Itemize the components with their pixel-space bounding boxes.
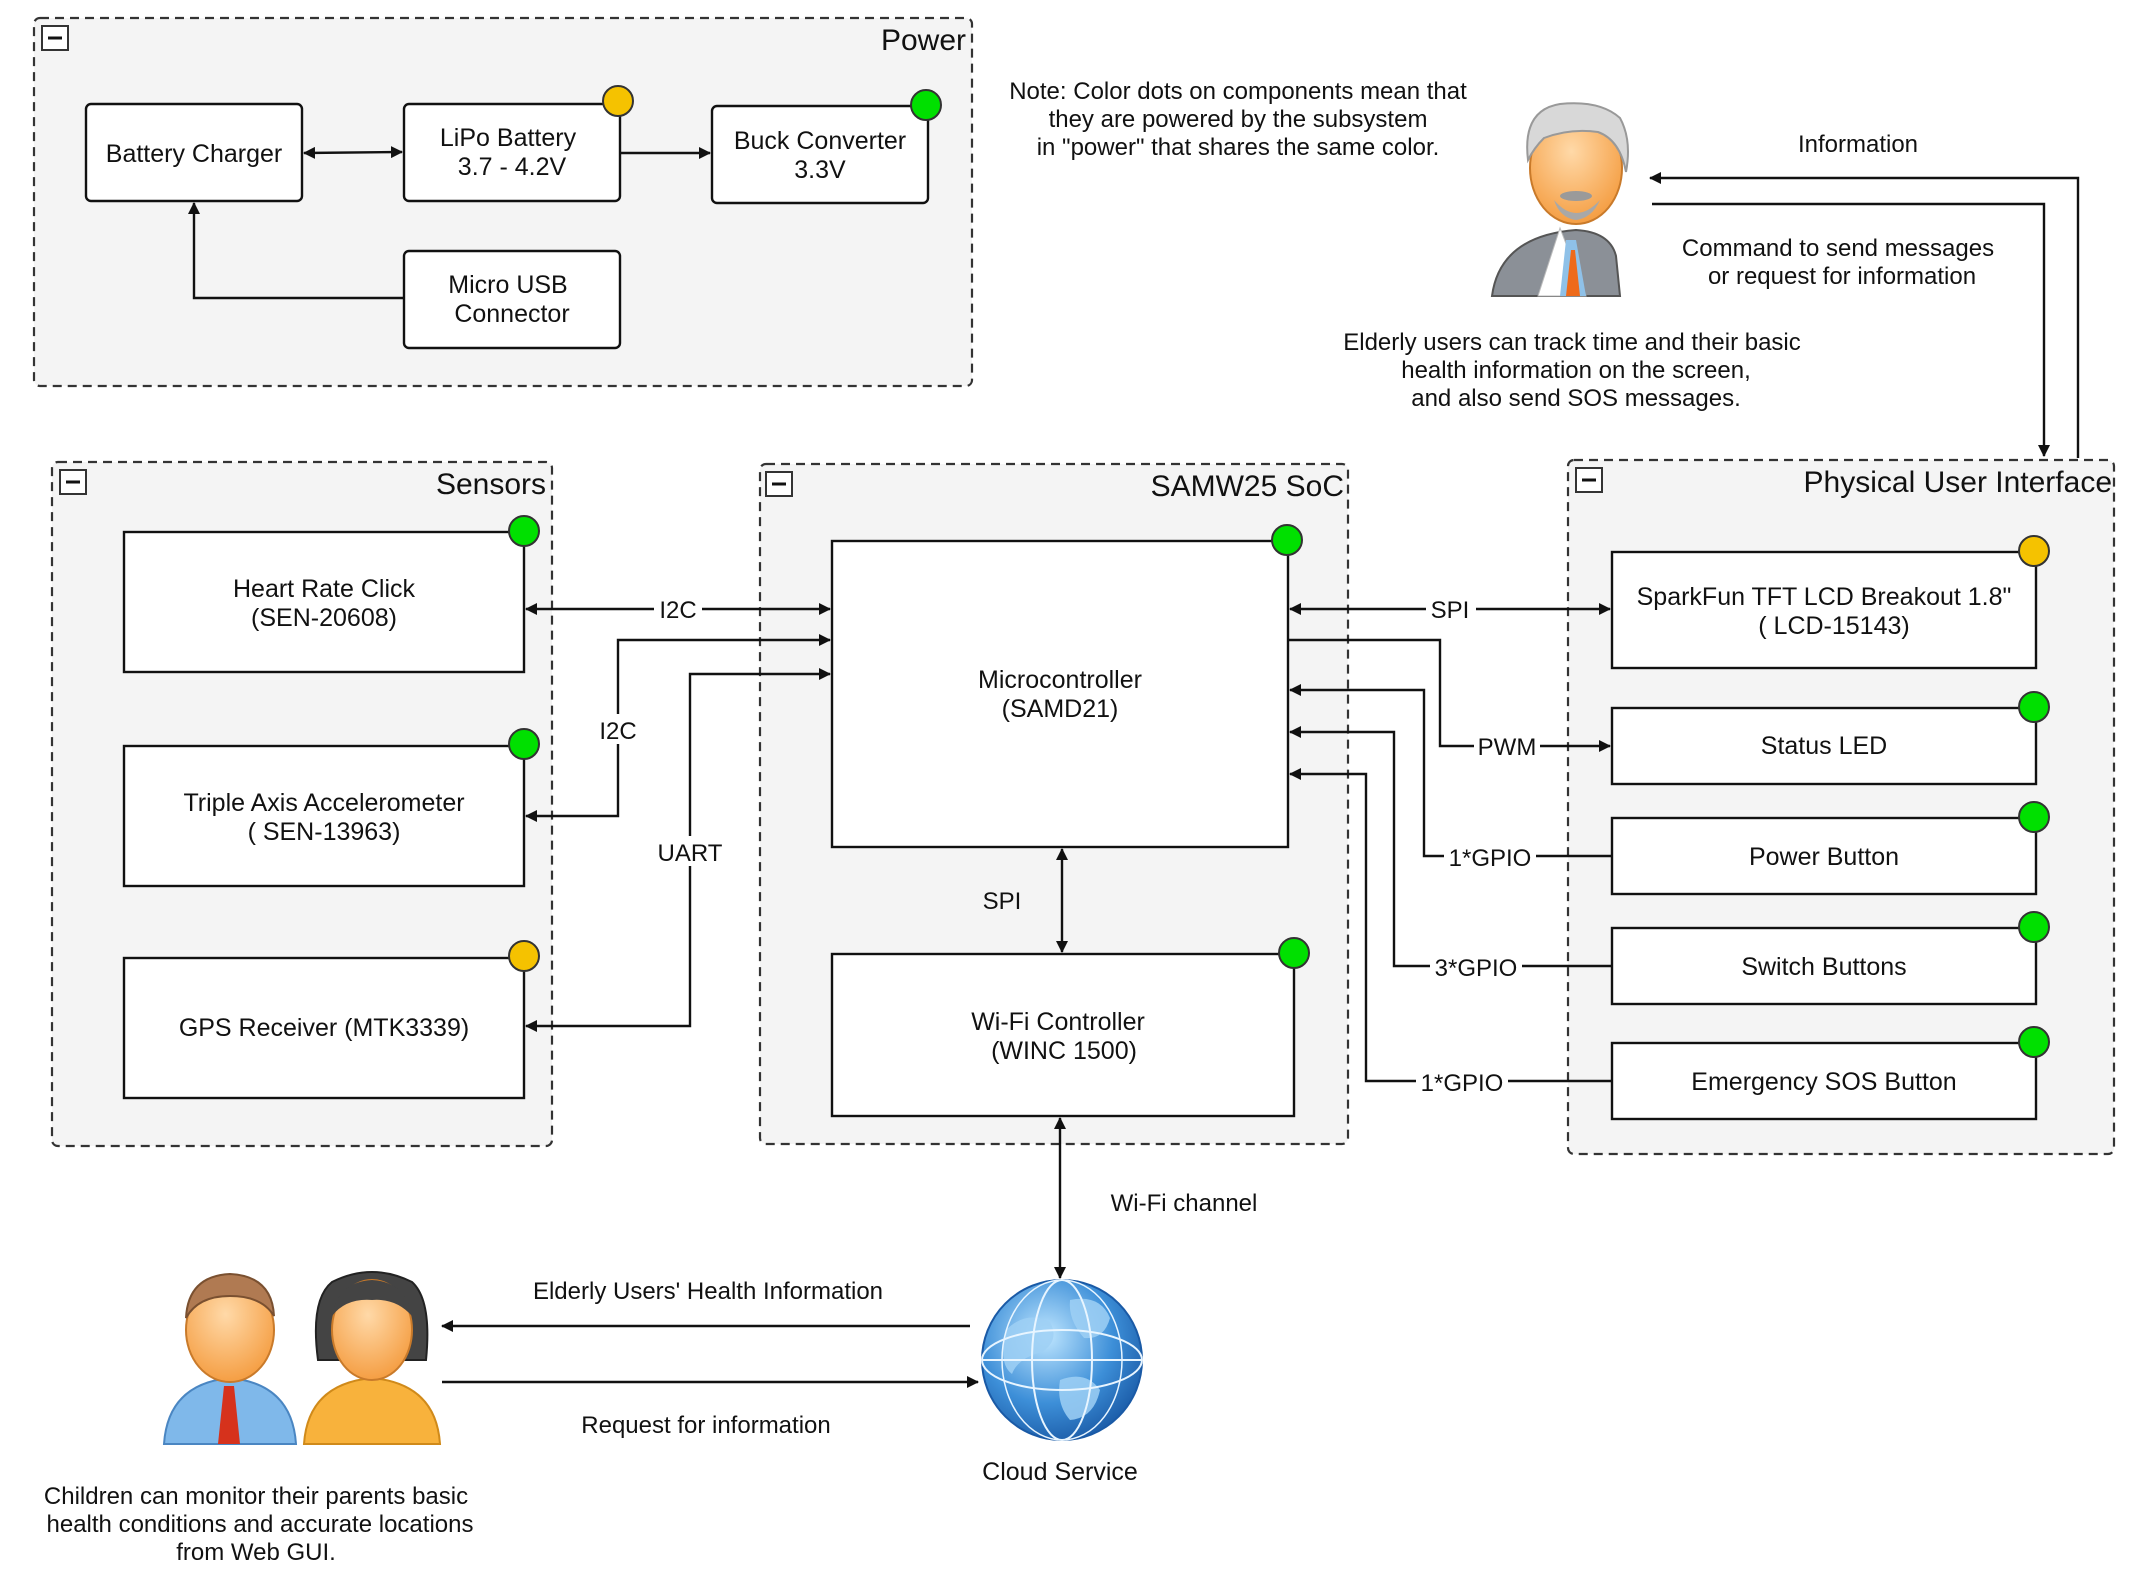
label-bg bbox=[1426, 594, 1476, 624]
wifi-controller-part: (WINC 1500) bbox=[991, 1037, 1137, 1065]
lipo-battery-label: LiPo Battery bbox=[440, 124, 577, 152]
cloud-service-label: Cloud Service bbox=[982, 1458, 1138, 1486]
green-power-dot-icon bbox=[910, 89, 942, 121]
command-label-1: Command to send messages bbox=[1682, 235, 1994, 262]
color-dot-note: Note: Color dots on components mean that… bbox=[1009, 78, 1467, 161]
command-link bbox=[1652, 202, 2050, 457]
gpio-sos-label: 1*GPIO bbox=[1421, 1070, 1504, 1097]
ui-group-title: Physical User Interface bbox=[1804, 466, 2112, 499]
heart-rate-label: Heart Rate Click bbox=[233, 575, 415, 603]
green-power-dot-icon bbox=[1278, 937, 1310, 969]
command-label-2: or request for information bbox=[1708, 263, 1976, 290]
soc-collapse-icon[interactable] bbox=[765, 471, 793, 497]
green-power-dot-icon bbox=[1271, 524, 1303, 556]
micro-usb-box[interactable]: Micro USB Connector bbox=[402, 249, 622, 350]
accelerometer-part: ( SEN-13963) bbox=[248, 818, 401, 846]
micro-usb-label-2: Connector bbox=[454, 300, 569, 328]
sensors-group-title: Sensors bbox=[436, 468, 546, 501]
elderly-note-1: Elderly users can track time and their b… bbox=[1343, 329, 1801, 356]
uart-label: UART bbox=[658, 840, 723, 867]
accelerometer-label: Triple Axis Accelerometer bbox=[183, 789, 464, 817]
globe-icon bbox=[981, 1279, 1143, 1441]
lcd-label: SparkFun TFT LCD Breakout 1.8" bbox=[1637, 583, 2012, 611]
elderly-note-3: and also send SOS messages. bbox=[1411, 385, 1741, 412]
battery-charger-label: Battery Charger bbox=[106, 140, 282, 168]
microcontroller-box[interactable]: Microcontroller (SAMD21) bbox=[830, 524, 1303, 849]
status-led-label: Status LED bbox=[1761, 732, 1887, 760]
label-bg bbox=[1444, 841, 1536, 871]
children-note-1: Children can monitor their parents basic bbox=[44, 1483, 468, 1510]
battery-charger-box[interactable]: Battery Charger bbox=[84, 102, 304, 203]
accelerometer-box[interactable]: Triple Axis Accelerometer ( SEN-13963) bbox=[122, 728, 540, 888]
parent-user-icon bbox=[302, 1271, 442, 1445]
heart-rate-box[interactable]: Heart Rate Click (SEN-20608) bbox=[122, 515, 540, 674]
power-group-title: Power bbox=[881, 24, 966, 57]
power-collapse-icon[interactable] bbox=[41, 25, 69, 51]
label-bg bbox=[1416, 1066, 1508, 1096]
note-line-3: in "power" that shares the same color. bbox=[1037, 134, 1440, 161]
health-info-label: Elderly Users' Health Information bbox=[533, 1278, 883, 1305]
microcontroller-part: (SAMD21) bbox=[1002, 695, 1119, 723]
i2c-accelerometer-label: I2C bbox=[599, 718, 636, 745]
sos-button-label: Emergency SOS Button bbox=[1691, 1068, 1956, 1096]
elderly-user-icon bbox=[1490, 102, 1629, 297]
green-power-dot-icon bbox=[2018, 911, 2050, 943]
soc-group-title: SAMW25 SoC bbox=[1151, 470, 1344, 503]
usb-charger-link bbox=[188, 202, 404, 300]
yellow-power-dot-icon bbox=[508, 940, 540, 972]
green-power-dot-icon bbox=[508, 728, 540, 760]
information-link bbox=[1649, 172, 2080, 458]
status-led-box[interactable]: Status LED bbox=[1610, 691, 2050, 786]
wifi-controller-box[interactable]: Wi-Fi Controller (WINC 1500) bbox=[830, 937, 1310, 1118]
note-line-1: Note: Color dots on components mean that bbox=[1009, 78, 1467, 105]
heart-rate-part: (SEN-20608) bbox=[251, 604, 397, 632]
lipo-battery-box[interactable]: LiPo Battery 3.7 - 4.2V bbox=[402, 85, 634, 203]
micro-usb-label: Micro USB bbox=[448, 271, 567, 299]
children-note-2: health conditions and accurate locations bbox=[47, 1511, 474, 1538]
gpio-switch-label: 3*GPIO bbox=[1435, 955, 1518, 982]
elderly-note-2: health information on the screen, bbox=[1401, 357, 1751, 384]
label-bg bbox=[652, 836, 728, 866]
gps-box[interactable]: GPS Receiver (MTK3339) bbox=[122, 940, 540, 1100]
switch-buttons-label: Switch Buttons bbox=[1741, 953, 1906, 981]
i2c-heart-rate-label: I2C bbox=[659, 597, 696, 624]
gps-label: GPS Receiver (MTK3339) bbox=[179, 1014, 469, 1042]
gpio-power-label: 1*GPIO bbox=[1449, 845, 1532, 872]
power-button-label: Power Button bbox=[1749, 843, 1899, 871]
spi-wifi-label: SPI bbox=[983, 888, 1022, 915]
note-line-2: they are powered by the subsystem bbox=[1049, 106, 1428, 133]
wifi-channel-label: Wi-Fi channel bbox=[1111, 1190, 1258, 1217]
power-button-box[interactable]: Power Button bbox=[1610, 801, 2050, 896]
elderly-note: Elderly users can track time and their b… bbox=[1343, 329, 1801, 412]
label-bg bbox=[654, 594, 702, 624]
buck-converter-box[interactable]: Buck Converter 3.3V bbox=[710, 89, 942, 205]
request-info-label: Request for information bbox=[581, 1412, 830, 1439]
sensors-collapse-icon[interactable] bbox=[59, 469, 87, 495]
green-power-dot-icon bbox=[2018, 801, 2050, 833]
charger-battery-link bbox=[303, 146, 403, 159]
ui-collapse-icon[interactable] bbox=[1575, 467, 1603, 493]
wifi-controller-label: Wi-Fi Controller bbox=[971, 1008, 1145, 1036]
spi-lcd-label: SPI bbox=[1431, 597, 1470, 624]
buck-converter-label: Buck Converter bbox=[734, 127, 906, 155]
lipo-battery-voltage: 3.7 - 4.2V bbox=[458, 153, 567, 181]
microcontroller-label: Microcontroller bbox=[978, 666, 1142, 694]
label-bg bbox=[1474, 731, 1540, 761]
green-power-dot-icon bbox=[2018, 691, 2050, 723]
lcd-part: ( LCD-15143) bbox=[1758, 612, 1909, 640]
pwm-label: PWM bbox=[1478, 734, 1537, 761]
yellow-power-dot-icon bbox=[2018, 535, 2050, 567]
buck-converter-voltage: 3.3V bbox=[794, 156, 846, 184]
green-power-dot-icon bbox=[508, 515, 540, 547]
yellow-power-dot-icon bbox=[602, 85, 634, 117]
child-user-icon bbox=[162, 1272, 298, 1445]
information-label: Information bbox=[1798, 131, 1918, 158]
children-note: Children can monitor their parents basic… bbox=[44, 1483, 474, 1566]
lcd-box[interactable]: SparkFun TFT LCD Breakout 1.8" ( LCD-151… bbox=[1610, 535, 2050, 670]
children-note-3: from Web GUI. bbox=[176, 1539, 336, 1566]
green-power-dot-icon bbox=[2018, 1026, 2050, 1058]
sos-button-box[interactable]: Emergency SOS Button bbox=[1610, 1026, 2050, 1121]
label-bg bbox=[1430, 951, 1522, 981]
